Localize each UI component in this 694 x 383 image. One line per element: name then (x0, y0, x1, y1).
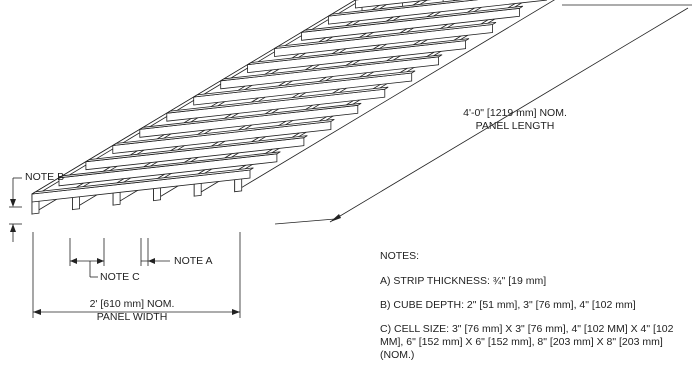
note-b-text: B) CUBE DEPTH: 2" [51 mm], 3" [76 mm], 4… (380, 299, 636, 311)
grating-panel (31, 0, 555, 215)
length-dimension-line (329, 7, 689, 223)
cross-bar-top (220, 54, 443, 82)
panel-length-label: 4'-0" [1219 mm] NOM. PANEL LENGTH (440, 107, 590, 133)
cross-bar-top (85, 135, 308, 163)
arrow-note-a-left (148, 258, 155, 264)
notes-heading: NOTES: (380, 250, 420, 262)
cross-bar-top (247, 38, 470, 65)
cross-bar-top (193, 70, 416, 98)
cross-bar-top (328, 0, 479, 17)
arrow-width-left (33, 309, 41, 315)
arrow-length-end (330, 214, 341, 222)
cross-bar-top (31, 167, 254, 195)
note-a-text: A) STRIP THICKNESS: ¾" [19 mm] (380, 275, 547, 287)
notes-block: NOTES: A) STRIP THICKNESS: ¾" [19 mm] B)… (380, 250, 690, 373)
cross-bar-top (301, 5, 524, 33)
cross-bar-top (166, 86, 389, 114)
panel-width-label: 2' [610 mm] NOM. PANEL WIDTH (62, 298, 202, 324)
panel-width-line1: 2' [610 mm] NOM. (89, 298, 175, 310)
note-b-label: NOTE B (25, 171, 65, 183)
cross-bar-top (58, 151, 281, 179)
arrow-width-right (232, 309, 240, 315)
arrow-note-c-right (97, 258, 104, 264)
cross-bar-top (112, 119, 335, 146)
arrow-note-c-left (70, 258, 77, 264)
panel-length-line1: 4'-0" [1219 mm] NOM. (463, 107, 567, 119)
arrowheads (10, 199, 341, 315)
note-a-label: NOTE A (174, 255, 213, 267)
cross-bar-top (139, 102, 362, 130)
dimension-lines (9, 4, 692, 318)
note-c-text: C) CELL SIZE: 3" [76 mm] X 3" [76 mm], 4… (380, 323, 674, 361)
arrow-note-b-top (10, 199, 16, 207)
note-c-label: NOTE C (100, 271, 140, 283)
length-extension-line-lower (274, 218, 336, 225)
cross-bar-top (274, 22, 497, 49)
panel-length-line2: PANEL LENGTH (475, 120, 555, 132)
panel-width-line2: PANEL WIDTH (96, 311, 168, 323)
cross-bar (354, 0, 432, 9)
cross-bar (327, 0, 547, 25)
arrow-note-b-bot (10, 224, 16, 232)
